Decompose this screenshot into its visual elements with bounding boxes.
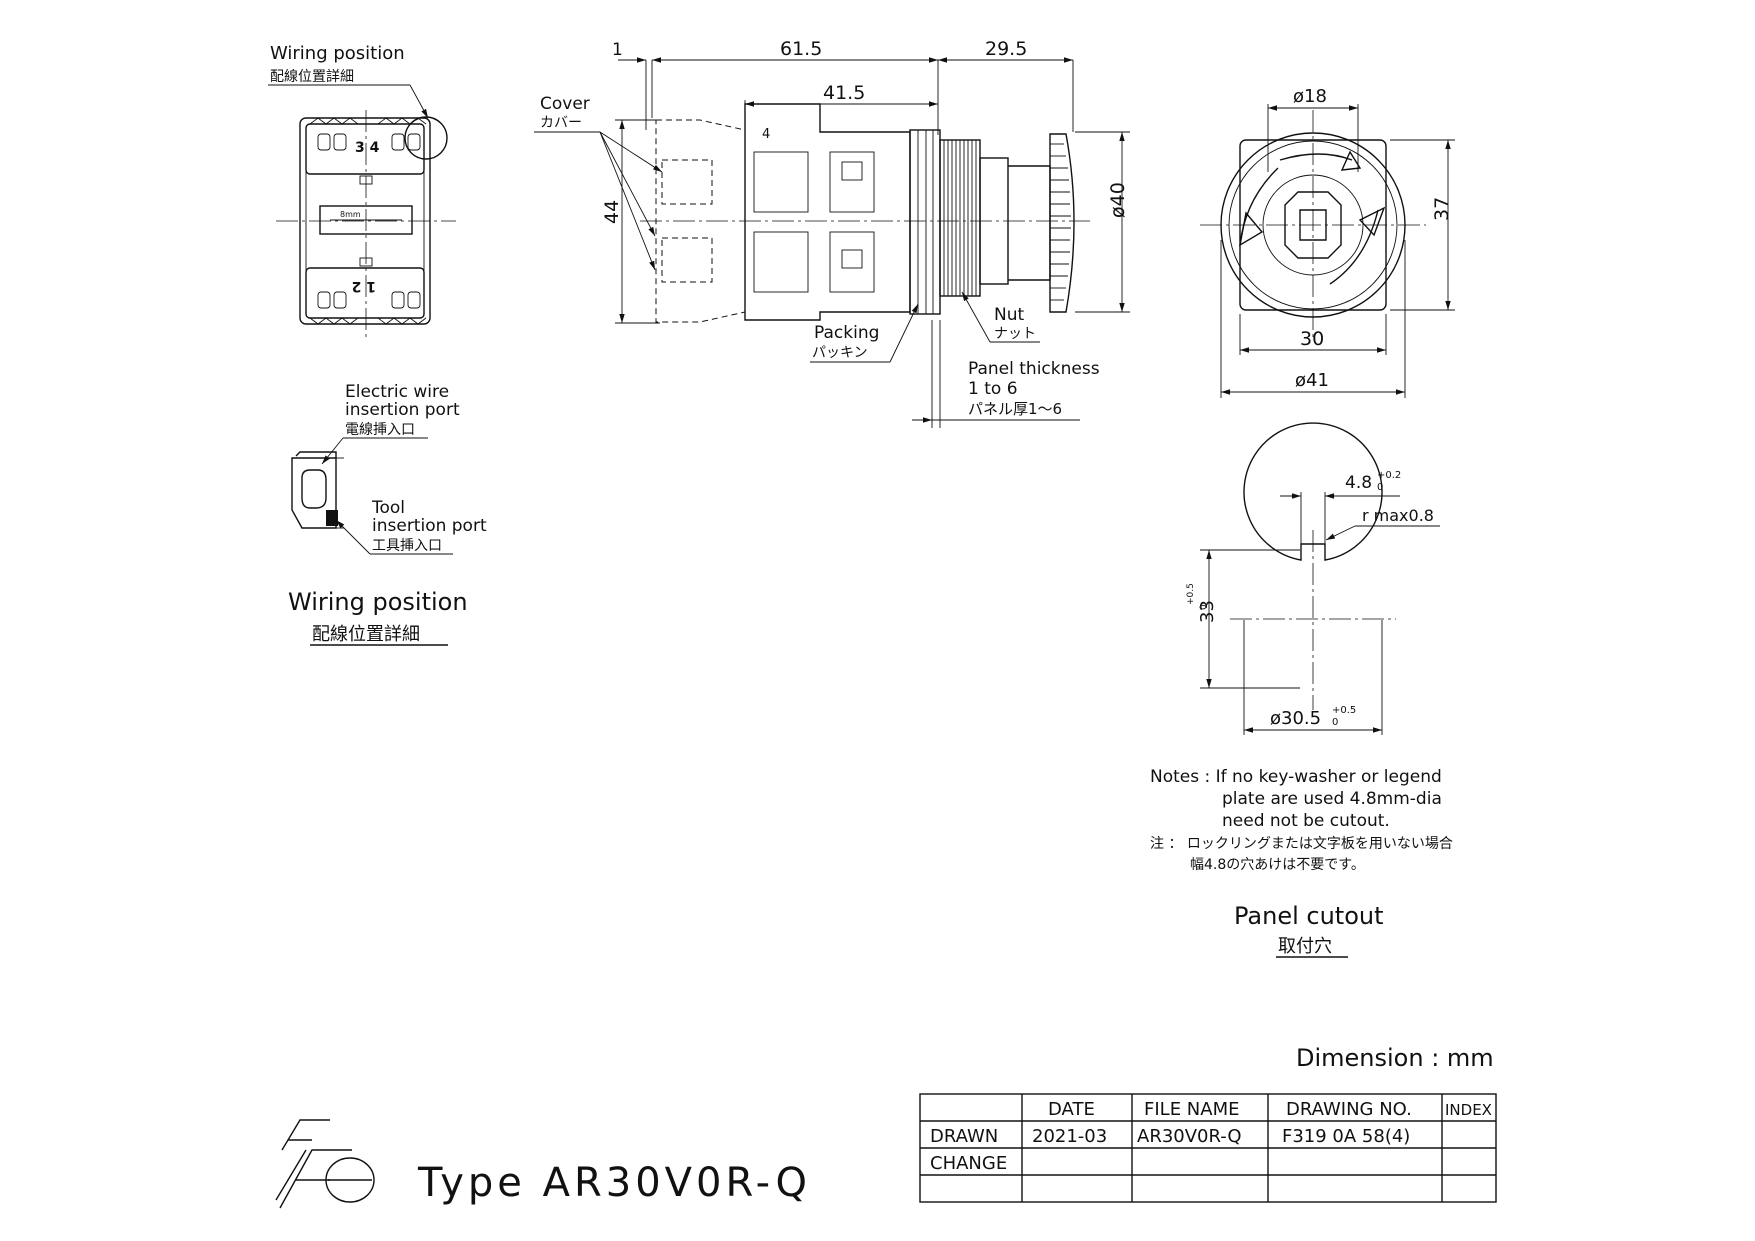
wire-length-label: 8mm <box>340 210 361 219</box>
title-block-header-file-name: FILE NAME <box>1144 1099 1239 1120</box>
dim-44: 44 <box>601 200 623 224</box>
wiring-callout-en: Wiring position <box>270 43 405 64</box>
type-label: Type AR30V0R-Q <box>417 1160 811 1206</box>
wiring-position-title: Wiring position <box>288 588 468 616</box>
title-block-drawn-drawing-no: F319 0A 58(4) <box>1282 1126 1410 1147</box>
r-max-label: r max0.8 <box>1362 506 1434 525</box>
dim-4-8-tol-lower: 0 <box>1377 482 1383 493</box>
panel-cutout: 4.8 +0.2 0 r max0.8 33 +0.5 0 ø30.5 +0.5… <box>1150 422 1453 958</box>
dim-ø30-5: ø30.5 <box>1270 708 1321 729</box>
panel-thickness-label-2: 1 to 6 <box>968 379 1018 399</box>
head-knurl <box>1050 143 1071 301</box>
title-block-header-drawing-no: DRAWING NO. <box>1286 1099 1412 1120</box>
title-block-header-index: INDEX <box>1445 1101 1492 1119</box>
electric-wire-label-1: Electric wire <box>345 382 449 402</box>
dim-33-tol-upper: +0.5 <box>1186 583 1196 605</box>
title-block-drawn-date: 2021-03 <box>1032 1126 1107 1147</box>
dim-33-tol-lower: 0 <box>1199 604 1209 610</box>
nut-knurl <box>943 140 977 296</box>
front-view: ø18 37 30 ø41 <box>1200 86 1455 398</box>
wiring-callout-jp: 配線位置詳細 <box>270 69 354 85</box>
dim-33: 33 <box>1197 600 1218 623</box>
panel-thickness-label-jp: パネル厚1～6 <box>968 400 1062 418</box>
tool-port-label-jp: 工具挿入口 <box>372 538 442 554</box>
cover-label: Cover <box>540 94 590 114</box>
wiring-position-title-jp: 配線位置詳細 <box>312 624 420 645</box>
dim-4-8: 4.8 <box>1345 473 1372 493</box>
port-detail-drawing <box>291 451 344 529</box>
note-jp-line-1: 注 ： ロックリングまたは文字板を用いない場合 <box>1150 836 1453 852</box>
side-view: 1 61.5 29.5 41.5 44 4 <box>534 38 1130 428</box>
note-jp-line-2: 幅4.8の穴あけは不要です。 <box>1190 857 1365 873</box>
title-block-row-change: CHANGE <box>930 1153 1007 1174</box>
dim-61-5: 61.5 <box>780 38 822 60</box>
terminal-numbers-bottom: 1 2 <box>352 278 376 294</box>
packing-label-jp: パッキン <box>812 345 868 361</box>
tool-port-label-1: Tool <box>371 498 405 518</box>
terminal-numbers-top: 3 4 <box>355 140 380 156</box>
dim-4-8-tol-upper: +0.2 <box>1377 470 1401 481</box>
electric-wire-label-2: insertion port <box>345 400 460 420</box>
logo-text: Fe <box>0 0 2 1</box>
dim-ø40: ø40 <box>1107 182 1129 218</box>
panel-cutout-title-jp: 取付穴 <box>1278 936 1332 957</box>
dim-30-5-tol-lower: 0 <box>1332 717 1338 728</box>
dim-41-5: 41.5 <box>823 82 865 104</box>
dim-ø41: ø41 <box>1295 370 1329 391</box>
dim-29-5: 29.5 <box>985 38 1027 60</box>
panel-thickness-label-1: Panel thickness <box>968 359 1100 379</box>
title-block-header-date: DATE <box>1048 1099 1095 1120</box>
dim-30-5-tol-upper: +0.5 <box>1332 705 1356 716</box>
tool-port-label-2: insertion port <box>372 516 487 536</box>
title-block-row-drawn: DRAWN <box>930 1126 998 1147</box>
title-block-drawn-file-name: AR30V0R-Q <box>1137 1126 1242 1147</box>
dim-37: 37 <box>1431 197 1453 221</box>
wiring-position-detail: Wiring position 配線位置詳細 3 4 <box>268 43 487 646</box>
note-en-line-1: Notes : If no key-washer or legend <box>1150 767 1442 787</box>
dimension-unit-label: Dimension : mm <box>1296 1044 1494 1072</box>
side-terminal-number: 4 <box>762 127 770 142</box>
title-block: DATE FILE NAME DRAWING NO. INDEX DRAWN 2… <box>919 1093 1497 1203</box>
cover-label-jp: カバー <box>540 115 582 131</box>
panel-cutout-title: Panel cutout <box>1234 902 1384 930</box>
note-en-line-2: plate are used 4.8mm-dia <box>1222 789 1442 809</box>
nut-label-jp: ナット <box>994 326 1036 342</box>
nut-label: Nut <box>994 305 1024 325</box>
packing-label: Packing <box>814 323 879 343</box>
fe-logo: Fe <box>0 0 375 1209</box>
electric-wire-label-jp: 電線挿入口 <box>345 422 415 438</box>
dim-ø18: ø18 <box>1293 86 1327 107</box>
dim-1: 1 <box>612 40 623 60</box>
note-en-line-3: need not be cutout. <box>1222 811 1390 831</box>
dim-30: 30 <box>1300 328 1324 350</box>
